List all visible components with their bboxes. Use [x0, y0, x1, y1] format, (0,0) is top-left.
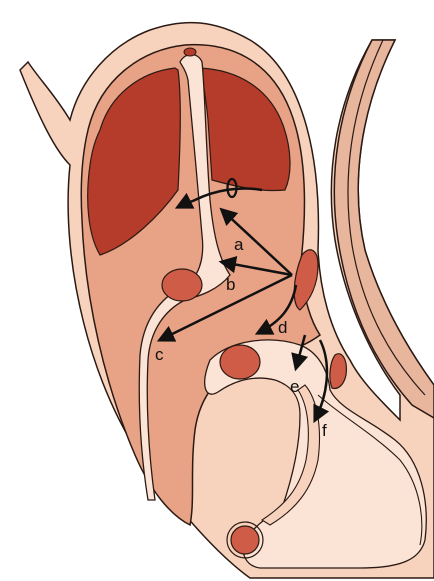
label-f: f [322, 421, 327, 440]
oval-organ-middle [220, 345, 260, 379]
round-organ-bottom [231, 526, 259, 554]
label-e: e [290, 377, 299, 396]
label-b: b [226, 275, 235, 294]
label-d: d [278, 318, 287, 337]
label-c: c [155, 345, 164, 364]
label-a: a [234, 235, 244, 254]
small-oval-organ [162, 269, 202, 301]
top-nub [184, 48, 196, 56]
